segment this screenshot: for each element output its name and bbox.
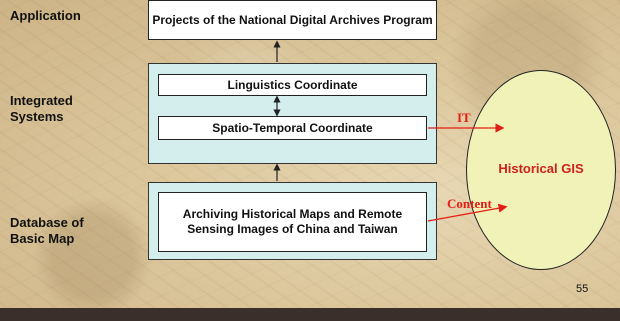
application-label: Application bbox=[10, 8, 81, 23]
database-label: Database of Basic Map bbox=[10, 215, 84, 246]
historical-gis-ellipse bbox=[466, 70, 616, 270]
historical-gis-label: Historical GIS bbox=[498, 161, 584, 176]
bottom-bar bbox=[0, 308, 620, 321]
projects-box: Projects of the National Digital Archive… bbox=[148, 0, 437, 40]
page-number: 55 bbox=[576, 283, 589, 295]
integrated-systems-label: Integrated Systems bbox=[10, 93, 73, 124]
content-arrow-label: Content bbox=[447, 196, 492, 211]
spatio-temporal-coordinate-box: Spatio-Temporal Coordinate bbox=[158, 116, 427, 140]
it-arrow-label: IT bbox=[457, 110, 471, 125]
linguistics-coordinate-box: Linguistics Coordinate bbox=[158, 74, 427, 96]
arrow-content bbox=[427, 203, 508, 222]
archiving-maps-box: Archiving Historical Maps and Remote Sen… bbox=[158, 192, 427, 252]
